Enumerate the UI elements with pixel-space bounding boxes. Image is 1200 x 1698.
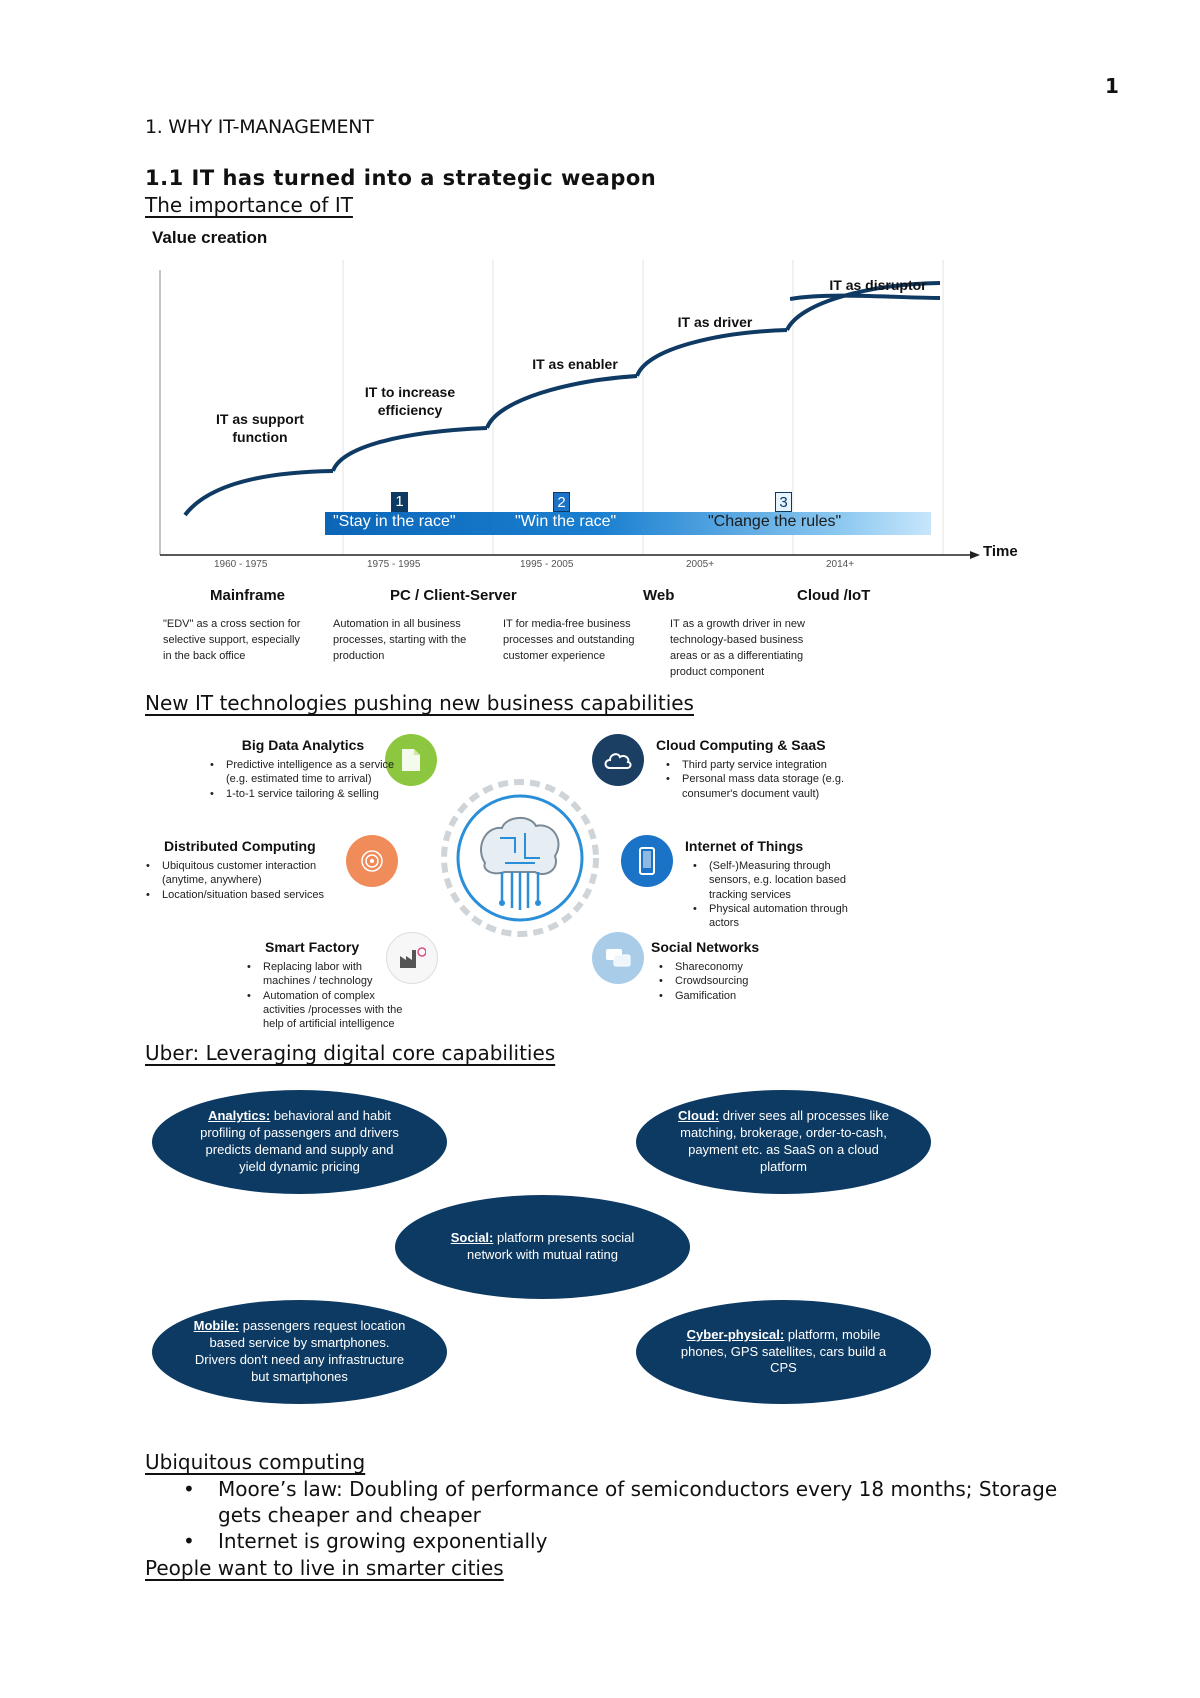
smartphone-icon [621, 835, 673, 887]
value-curve-tail [790, 293, 941, 301]
capability-social: Social Networks Shareconomy Crowdsourcin… [651, 939, 821, 1003]
platform-name: Cloud /IoT [797, 587, 871, 604]
ellipse-text: platform, mobile phones, GPS satellites,… [680, 1326, 887, 1376]
race-label: "Win the race" [515, 513, 617, 530]
platform-name: PC / Client-Server [390, 587, 517, 604]
platform-name: Mainframe [210, 587, 286, 604]
value-chart-y-label: Value creation [152, 228, 268, 247]
fingerprint-icon [346, 835, 398, 887]
capability-item: Automation of complex activities /proces… [245, 989, 410, 1032]
capability-title: Cloud Computing & SaaS [656, 737, 826, 753]
capability-title: Distributed Computing [164, 838, 316, 854]
ellipse-text: passengers request location based servic… [194, 1318, 406, 1384]
capability-item: Physical automation through actors [691, 902, 870, 931]
capability-big-data: Big Data Analytics Predictive intelligen… [208, 737, 398, 801]
capability-iot: Internet of Things (Self-)Measuring thro… [685, 838, 870, 930]
page-number: 1 [1105, 74, 1119, 98]
capability-item: (Self-)Measuring through sensors, e.g. l… [691, 859, 870, 902]
race-banner [325, 512, 931, 535]
capability-item: Personal mass data storage (e.g. consume… [664, 772, 866, 801]
uber-cyber-physical-ellipse: Cyber-physical: platform, mobile phones,… [636, 1300, 931, 1404]
ellipse-label: Analytics: [208, 1108, 271, 1124]
ellipse-label: Mobile: [193, 1318, 240, 1334]
ellipse-label: Cloud: [678, 1108, 720, 1124]
uber-mobile-ellipse: Mobile: passengers request location base… [152, 1300, 447, 1404]
platform-description: IT for media-free business processes and… [503, 618, 635, 662]
x-axis-arrow [970, 551, 980, 559]
capability-title: Big Data Analytics [241, 737, 365, 753]
race-number-box: 3 [775, 492, 792, 512]
capability-item: Crowdsourcing [657, 974, 821, 989]
axis-tick: 2014+ [826, 559, 855, 570]
subheading-smart-cities: People want to live in smarter cities [145, 1556, 504, 1580]
axis-tick: 1960 - 1975 [214, 559, 268, 570]
capability-title: Social Networks [651, 939, 760, 955]
race-number-box: 2 [553, 492, 570, 512]
value-curve-segment [635, 328, 788, 377]
chat-bubbles-icon [592, 932, 644, 984]
uber-cloud-ellipse: Cloud: driver sees all processes like ma… [636, 1090, 931, 1194]
race-label: "Stay in the race" [333, 513, 456, 530]
axis-tick: 1975 - 1995 [367, 559, 421, 570]
capability-item: Shareconomy [657, 960, 821, 975]
subheading-new-tech: New IT technologies pushing new business… [145, 691, 694, 715]
era-label: IT as enabler [532, 356, 618, 372]
axis-tick: 2005+ [686, 559, 715, 570]
value-curve-segment [183, 469, 334, 517]
ellipse-text: behavioral and habit profiling of passen… [200, 1108, 399, 1174]
value-curve-segment [485, 374, 638, 429]
capability-item: Ubiquitous customer interaction (anytime… [144, 859, 334, 888]
platform-description: "EDV" as a cross section for selective s… [163, 618, 301, 662]
race-number-box: 1 [391, 492, 408, 512]
era-label: IT to increase efficiency [364, 384, 456, 419]
platform-description: IT as a growth driver in new technology-… [670, 618, 805, 678]
capability-item: Replacing labor with machines / technolo… [245, 960, 410, 989]
capability-item: Predictive intelligence as a service (e.… [208, 758, 398, 787]
subheading-importance: The importance of IT [145, 193, 353, 217]
uber-analytics-ellipse: Analytics: behavioral and habit profilin… [152, 1090, 447, 1194]
value-curve-segment [331, 426, 488, 472]
era-label: IT as disruptor [829, 277, 927, 293]
ellipse-label: Social: [450, 1230, 494, 1246]
ellipse-label: Cyber-physical: [686, 1326, 785, 1342]
capability-item: Gamification [657, 989, 821, 1004]
era-label: IT as driver [677, 314, 753, 330]
cloud-icon [592, 734, 644, 786]
race-label: "Change the rules" [708, 513, 842, 530]
heading-1: 1. WHY IT-MANAGEMENT [145, 116, 374, 138]
capability-title: Internet of Things [685, 838, 804, 854]
uber-social-ellipse: Social: platform presents social network… [395, 1195, 690, 1299]
capability-distributed: Distributed Computing Ubiquitous custome… [144, 838, 334, 902]
list-item: Internet is growing exponentially [145, 1528, 1105, 1554]
capability-item: Location/situation based services [144, 888, 334, 903]
ubiquitous-list: Moore’s law: Doubling of performance of … [145, 1476, 1105, 1554]
list-item: Moore’s law: Doubling of performance of … [145, 1476, 1105, 1528]
subheading-uber: Uber: Leveraging digital core capabiliti… [145, 1041, 556, 1065]
ellipse-text: platform presents social network with mu… [466, 1230, 635, 1262]
subheading-ubiquitous: Ubiquitous computing [145, 1450, 366, 1474]
capability-item: Third party service integration [664, 758, 866, 773]
capability-title: Smart Factory [265, 939, 360, 955]
heading-2: 1.1 IT has turned into a strategic weapo… [145, 166, 657, 190]
platform-name: Web [643, 587, 675, 604]
brain-circuit-gear-icon [441, 779, 599, 937]
capability-cloud: Cloud Computing & SaaS Third party servi… [656, 737, 866, 801]
ellipse-text: driver sees all processes like matching,… [680, 1108, 889, 1174]
value-chart-x-label: Time [983, 543, 1018, 560]
capability-item: 1-to-1 service tailoring & selling [208, 787, 398, 802]
axis-tick: 1995 - 2005 [520, 559, 574, 570]
era-label: IT as support function [216, 411, 304, 446]
platform-description: Automation in all business processes, st… [333, 618, 467, 662]
capability-smart-factory: Smart Factory Replacing labor with machi… [245, 939, 410, 1031]
